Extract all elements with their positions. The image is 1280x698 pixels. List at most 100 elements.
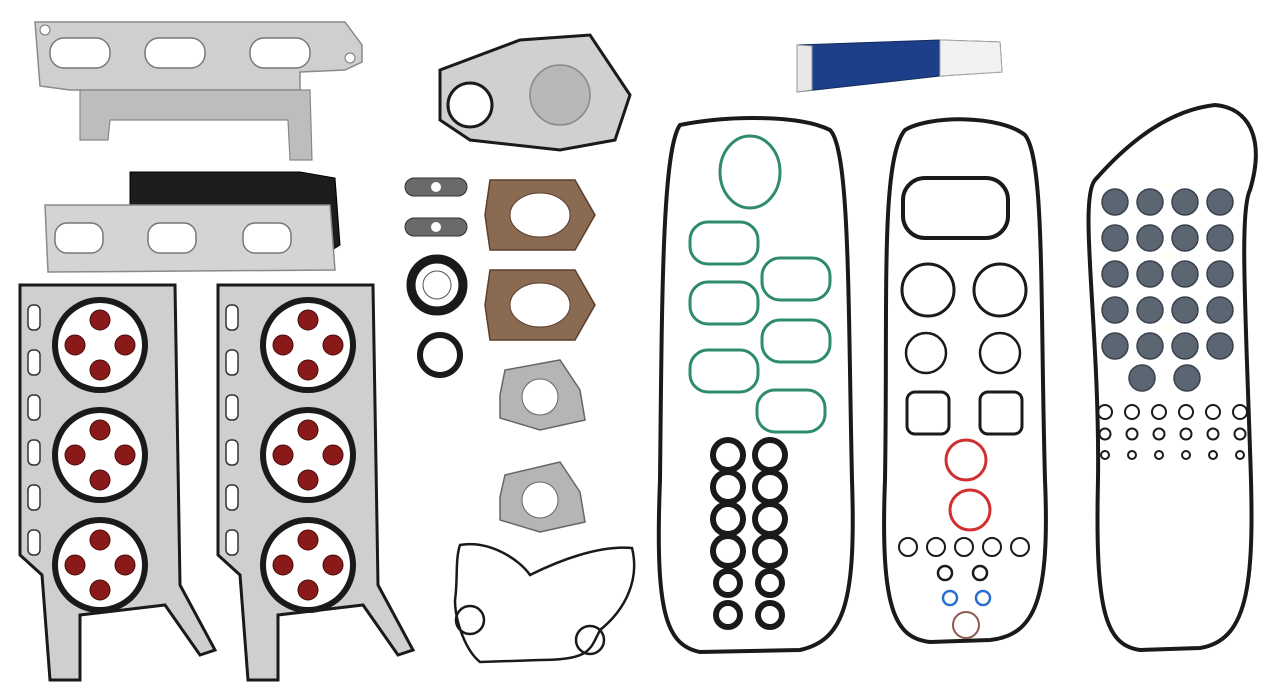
- intake-manifold-seals: [688, 134, 832, 434]
- valve-seal: [272, 334, 294, 356]
- injector-o-ring: [752, 533, 788, 569]
- injector-o-ring: [710, 533, 746, 569]
- cylinder-bore: [266, 523, 350, 607]
- valve-stem-seal: [1136, 188, 1164, 216]
- valve-stem-seal: [1206, 224, 1234, 252]
- water-pump-gasket: [438, 33, 632, 152]
- valve-seal: [64, 444, 86, 466]
- small-flange-gaskets: [404, 177, 468, 237]
- injector-o-ring: [713, 600, 743, 630]
- small-washer: [1124, 404, 1140, 420]
- valve-stem-seal: [1171, 188, 1199, 216]
- green-intake-seal: [755, 388, 827, 434]
- valve-stem-seal: [1173, 364, 1201, 392]
- sealant-tube: [796, 39, 1003, 93]
- valve-seal: [114, 444, 136, 466]
- injector-o-ring: [752, 501, 788, 537]
- intake-valve-cover-gasket: [656, 116, 855, 655]
- small-washer: [1152, 427, 1166, 441]
- small-washer: [1179, 427, 1193, 441]
- injector-o-ring: [755, 568, 785, 598]
- coolant-port: [27, 349, 41, 376]
- green-oval-seal: [718, 134, 782, 210]
- injector-o-ring: [713, 568, 743, 598]
- injector-o-ring: [752, 469, 788, 505]
- valve-seal: [297, 529, 319, 551]
- valve-stem-seal: [1101, 188, 1129, 216]
- metal-egr-gaskets: [499, 359, 586, 533]
- small-washer: [1181, 450, 1191, 460]
- cylinder-head-gaskets: [18, 283, 416, 682]
- cylinder-bore: [266, 413, 350, 497]
- valve-stem-seal: [1206, 296, 1234, 324]
- coolant-port: [27, 394, 41, 421]
- small-washer: [1098, 427, 1112, 441]
- small-washer: [1127, 450, 1137, 460]
- small-washer: [1125, 427, 1139, 441]
- small-washer: [1233, 427, 1247, 441]
- cylinder-bore: [58, 523, 142, 607]
- valve-seal: [89, 469, 111, 491]
- valve-seal: [114, 334, 136, 356]
- valve-seal: [64, 334, 86, 356]
- coolant-port: [225, 484, 239, 511]
- small-washer: [1235, 450, 1245, 460]
- small-o-ring: [898, 537, 918, 557]
- valve-seal: [64, 554, 86, 576]
- small-washer: [1100, 450, 1110, 460]
- valve-seal: [114, 554, 136, 576]
- small-washer: [1205, 404, 1221, 420]
- valve-seal: [297, 419, 319, 441]
- valve-stem-seal: [1206, 332, 1234, 360]
- valve-stem-seal: [1136, 260, 1164, 288]
- valve-stem-seal: [1128, 364, 1156, 392]
- green-intake-seal: [688, 348, 760, 394]
- valve-stem-seal: [1171, 332, 1199, 360]
- valve-seal: [272, 444, 294, 466]
- coolant-port: [225, 349, 239, 376]
- injector-o-rings: [710, 437, 788, 630]
- egr-gaskets: [484, 179, 596, 341]
- small-washer: [1232, 404, 1248, 420]
- valve-stem-seal: [1101, 224, 1129, 252]
- valve-stem-seal: [1101, 332, 1129, 360]
- center-valve-cover-gasket: [882, 117, 1048, 645]
- valve-seal: [322, 554, 344, 576]
- small-o-ring: [954, 537, 974, 557]
- green-intake-seal: [760, 256, 832, 302]
- valve-seal: [89, 529, 111, 551]
- valve-seal: [322, 334, 344, 356]
- valve-seal: [297, 579, 319, 601]
- valve-stem-seal: [1171, 296, 1199, 324]
- coolant-port: [27, 529, 41, 556]
- oil-pump-gasket: [453, 542, 636, 664]
- valve-stem-seal: [1171, 224, 1199, 252]
- small-washer: [1154, 450, 1164, 460]
- small-o-rings-row: [898, 537, 1030, 557]
- valve-seal: [297, 309, 319, 331]
- valve-seal: [89, 419, 111, 441]
- valve-seal: [89, 579, 111, 601]
- small-o-ring: [1010, 537, 1030, 557]
- valve-stem-seal: [1206, 260, 1234, 288]
- coolant-port: [225, 304, 239, 331]
- green-intake-seal: [760, 318, 832, 364]
- head-gasket-2: [216, 283, 416, 682]
- valve-seal: [89, 359, 111, 381]
- injector-o-ring: [755, 600, 785, 630]
- valve-stem-seals: [1101, 188, 1234, 392]
- injector-o-ring: [710, 469, 746, 505]
- coolant-port: [225, 529, 239, 556]
- small-washer: [1178, 404, 1194, 420]
- valve-seal: [322, 444, 344, 466]
- valve-stem-seal: [1101, 260, 1129, 288]
- cylinder-bore: [58, 413, 142, 497]
- coolant-port: [27, 484, 41, 511]
- green-intake-seal: [688, 280, 760, 326]
- coolant-port: [27, 304, 41, 331]
- small-washers: [1097, 404, 1248, 460]
- small-o-ring: [982, 537, 1002, 557]
- valve-seal: [89, 309, 111, 331]
